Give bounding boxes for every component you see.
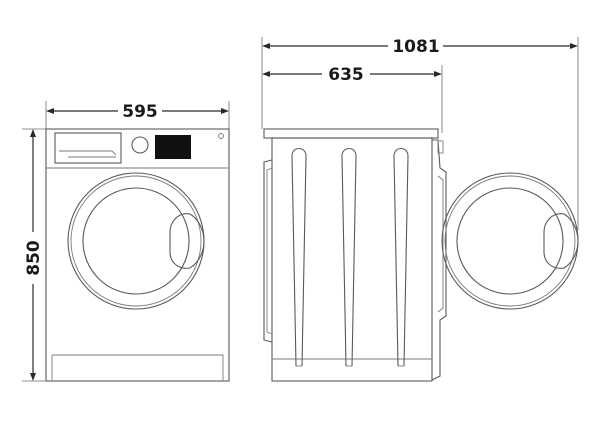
side-cabinet <box>271 137 433 382</box>
side-view: 1081 635 <box>261 37 579 382</box>
depth-label: 635 <box>328 65 364 85</box>
open-door <box>441 172 579 310</box>
control-display <box>155 135 191 159</box>
front-cabinet <box>45 128 230 382</box>
front-view: 595 850 <box>22 101 230 382</box>
depth-door-open-label: 1081 <box>392 37 439 57</box>
width-label: 595 <box>122 102 158 122</box>
side-suspension-handles <box>291 147 409 367</box>
rear-panel <box>263 159 273 343</box>
detergent-drawer <box>54 132 122 164</box>
height-label: 850 <box>24 240 44 276</box>
door-profile <box>431 139 447 381</box>
side-panel-knob <box>437 140 444 154</box>
front-door <box>67 172 205 310</box>
height-dimension: 850 <box>22 128 46 382</box>
program-knob <box>131 136 149 154</box>
open-door-handle <box>543 213 579 269</box>
top-plate <box>263 128 439 139</box>
power-indicator <box>218 133 224 139</box>
door-handle <box>169 213 205 269</box>
depth-door-open-dimension: 1081 <box>261 37 579 230</box>
depth-dimension: 635 <box>262 65 443 133</box>
width-dimension: 595 <box>45 101 230 129</box>
